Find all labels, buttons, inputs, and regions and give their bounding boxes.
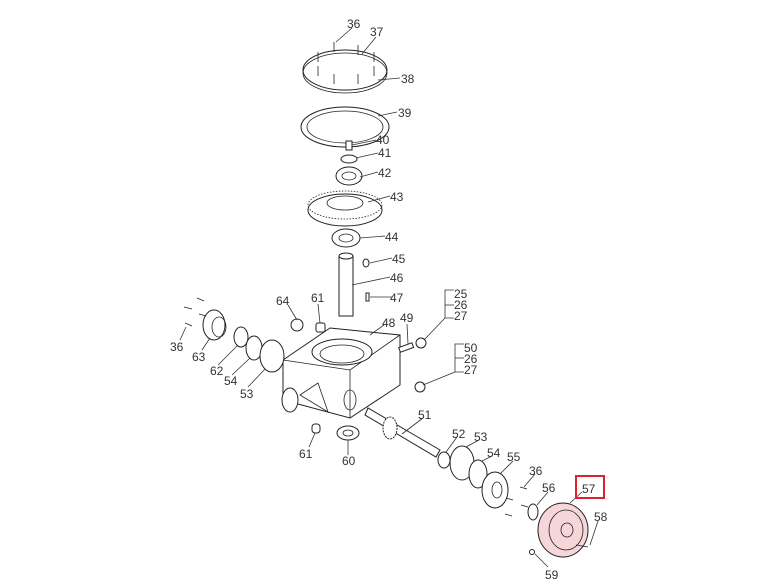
part-62-seal — [233, 326, 249, 348]
label-60: 60 — [342, 454, 356, 468]
label-39: 39 — [398, 106, 412, 120]
label-61: 61 — [299, 447, 313, 461]
label-45: 45 — [392, 252, 406, 266]
label-62: 62 — [210, 364, 224, 378]
part-61-plug-top — [315, 322, 326, 333]
label-36: 36 — [170, 340, 184, 354]
highlight-box-57 — [575, 475, 605, 499]
part-63-flange — [202, 309, 227, 341]
part-55-flange — [481, 471, 509, 509]
label-57: 57 — [582, 482, 596, 496]
part-48-housing — [281, 327, 401, 419]
part-labels: 36 37 38 39 40 41 42 43 44 45 46 47 25 2… — [170, 17, 608, 582]
label-53: 53 — [240, 387, 254, 401]
label-55: 55 — [507, 450, 521, 464]
part-58-screw — [575, 544, 589, 548]
label-46: 46 — [390, 271, 404, 285]
label-48: 48 — [382, 316, 396, 330]
part-49-stud — [398, 342, 415, 353]
label-42: 42 — [378, 166, 392, 180]
label-64: 64 — [276, 294, 290, 308]
part-51-worm-shaft — [364, 407, 441, 458]
part-45-key — [362, 258, 370, 268]
part-44-bearing — [331, 228, 361, 248]
label-37: 37 — [370, 25, 384, 39]
part-40-bolt — [345, 140, 353, 151]
part-54-oring-right — [468, 459, 488, 489]
label-50: 50 — [464, 341, 478, 355]
label-27: 27 — [464, 363, 478, 377]
part-36-bolts — [317, 42, 375, 84]
label-43: 43 — [390, 190, 404, 204]
label-25: 25 — [454, 287, 468, 301]
part-41-washer — [340, 154, 358, 164]
label-36: 36 — [529, 464, 543, 478]
label-26: 26 — [454, 298, 468, 312]
label-47: 47 — [390, 291, 404, 305]
part-59-nut — [529, 549, 535, 555]
label-51: 51 — [418, 408, 432, 422]
part-38-cover — [302, 49, 388, 94]
label-53: 53 — [474, 430, 488, 444]
part-56-washer — [527, 503, 539, 521]
label-36: 36 — [347, 17, 361, 31]
part-36-right-bolts — [504, 486, 529, 517]
label-41: 41 — [378, 146, 392, 160]
part-52-seal — [437, 451, 451, 469]
part-39-gasket — [300, 106, 390, 148]
label-44: 44 — [385, 230, 399, 244]
label-56: 56 — [542, 481, 556, 495]
label-38: 38 — [401, 72, 415, 86]
part-53-gasket-left — [259, 339, 285, 373]
part-42-bearing — [335, 166, 363, 186]
label-27: 27 — [454, 309, 468, 323]
label-63: 63 — [192, 350, 206, 364]
part-47-pin — [365, 292, 370, 302]
label-61: 61 — [311, 291, 325, 305]
label-40: 40 — [376, 133, 390, 147]
label-26: 26 — [464, 352, 478, 366]
leader-lines — [179, 27, 599, 568]
part-25-26-27-fitting — [415, 337, 427, 349]
label-49: 49 — [400, 311, 414, 325]
part-64-plug — [290, 318, 304, 332]
part-36-left-bolts — [183, 297, 207, 327]
label-54: 54 — [224, 374, 238, 388]
label-59: 59 — [545, 568, 559, 582]
part-60-seal — [336, 425, 360, 441]
label-58: 58 — [594, 510, 608, 524]
part-46-shaft — [338, 252, 354, 317]
label-52: 52 — [452, 427, 466, 441]
part-50-26-27-fitting — [414, 381, 426, 393]
label-54: 54 — [487, 446, 501, 460]
part-43-gear — [307, 190, 383, 227]
part-61-plug-bottom — [311, 423, 321, 434]
part-57-pulley — [537, 502, 589, 558]
